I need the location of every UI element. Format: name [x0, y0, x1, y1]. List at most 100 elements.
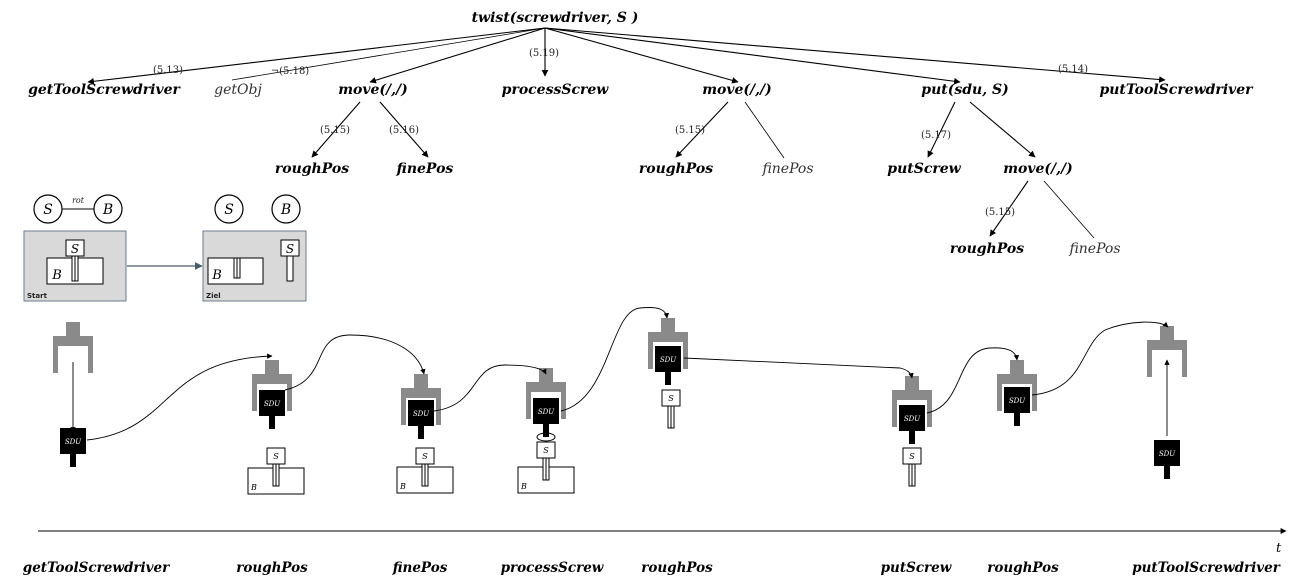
edge-move1-fine — [379, 101, 429, 158]
robot-7: SDU — [997, 360, 1037, 426]
sdu-tool — [1154, 440, 1180, 466]
start-s-label: S — [71, 242, 79, 256]
gripper-finger-left — [53, 346, 58, 373]
node-move-3: move(/,/) — [1003, 161, 1073, 177]
timeline-label-2: roughPos — [236, 560, 308, 576]
edge-label-514: (5.14) — [1058, 64, 1088, 75]
gripper-finger-right — [561, 392, 566, 419]
edge-label-518: ¬(5.18) — [271, 66, 310, 77]
gripper-body — [1147, 340, 1187, 350]
node-move-2: move(/,/) — [702, 82, 772, 98]
sdu-label: SDU — [660, 356, 677, 364]
gripper-mount — [414, 374, 428, 388]
gripper-finger-left — [401, 398, 406, 425]
gripper-body — [892, 390, 932, 400]
edge-root-move2 — [544, 27, 739, 84]
path-3 — [433, 364, 547, 412]
state-node-b-label: B — [102, 202, 113, 218]
edge-root-puttool — [544, 27, 1166, 83]
gripper-finger-left — [252, 384, 257, 411]
node-roughpos-1: roughPos — [275, 161, 349, 177]
block-b-label: B — [250, 483, 257, 492]
edge-label-516: (5.16) — [389, 125, 419, 136]
sdu-tool — [899, 405, 925, 431]
sdu-tool — [533, 398, 559, 424]
goal-b-label: B — [211, 268, 222, 283]
timeline-label-4: processScrew — [501, 560, 605, 576]
state-relation-label: rot — [72, 196, 85, 205]
gripper-body — [252, 374, 292, 384]
sdu-label: SDU — [264, 400, 281, 408]
gripper-mount — [661, 318, 675, 332]
gripper-finger-left — [648, 342, 653, 369]
node-finepos-3: finePos — [1068, 241, 1120, 257]
node-roughpos-2: roughPos — [639, 161, 713, 177]
goal-node-s-label: S — [224, 202, 234, 218]
state-node-s-label: S — [43, 202, 53, 218]
sdu-label: SDU — [65, 438, 82, 446]
goal-s2-label: S — [286, 242, 294, 256]
edge-root-move1 — [369, 27, 546, 84]
edge-move2-rough — [675, 101, 729, 158]
gripper-body — [648, 332, 688, 342]
path-2 — [284, 334, 426, 391]
path-7 — [1031, 321, 1169, 396]
node-roughpos-3: roughPos — [950, 241, 1024, 257]
task-tree: twist(screwdriver, S ) (5.13) ¬(5.18) (5… — [28, 10, 1254, 257]
sdu-tool — [1004, 387, 1030, 413]
gripper-finger-left — [526, 392, 531, 419]
sdu-tool — [655, 346, 681, 372]
node-processscrew: processScrew — [502, 82, 610, 98]
edge-move3-fine — [1043, 180, 1095, 239]
sdu-tool — [259, 390, 285, 416]
timeline-label-1: getToolScrewdriver — [23, 560, 170, 576]
sdu-bit — [1014, 413, 1020, 426]
sdu-label: SDU — [538, 408, 555, 416]
sdu-tool — [408, 400, 434, 426]
timeline-label-3: finePos — [392, 560, 448, 576]
time-axis-label: t — [1276, 541, 1282, 556]
gripper-body — [526, 382, 566, 392]
edge-move3-rough — [989, 180, 1029, 237]
motion-paths — [86, 307, 1169, 441]
gripper-finger-right — [683, 342, 688, 369]
gripper-finger-right — [88, 346, 93, 373]
timeline-label-6: putScrew — [881, 560, 953, 576]
node-finepos-1: finePos — [396, 161, 454, 177]
edge-root-put — [544, 27, 961, 85]
sdu-label: SDU — [1159, 450, 1176, 458]
sdu-bit — [70, 454, 76, 467]
sdu-bit — [418, 426, 424, 439]
path-6 — [926, 347, 1020, 414]
goal-node-s — [214, 194, 244, 224]
block-b-label: B — [520, 482, 527, 491]
sdu-label: SDU — [1009, 397, 1026, 405]
edge-label-515a: (5.15) — [320, 125, 350, 136]
gripper-finger-right — [436, 398, 441, 425]
gripper-finger-left — [1147, 350, 1152, 377]
node-move-1: move(/,/) — [338, 82, 408, 98]
gripper-mount — [905, 376, 919, 390]
edge-put-move3 — [969, 101, 1036, 158]
timeline-label-8: putToolScrewdriver — [1132, 560, 1281, 576]
start-b-label: B — [51, 268, 62, 283]
timeline-label-5: roughPos — [641, 560, 713, 576]
gripper-mount — [1010, 360, 1024, 374]
edge-move1-rough — [311, 101, 361, 158]
goal-node-b — [271, 194, 301, 224]
screw-label: S — [909, 452, 915, 461]
gripper-finger-right — [1032, 384, 1037, 411]
gripper-finger-left — [997, 384, 1002, 411]
sdu-bit — [269, 416, 275, 429]
path-4 — [560, 307, 670, 412]
edge-label-513: (5.13) — [153, 65, 183, 76]
edge-label-517: (5.17) — [921, 130, 951, 141]
goal-node-b-label: B — [280, 202, 291, 218]
node-getobj: getObj — [214, 82, 262, 98]
sdu-bit — [665, 372, 671, 385]
node-finepos-2: finePos — [761, 161, 813, 177]
